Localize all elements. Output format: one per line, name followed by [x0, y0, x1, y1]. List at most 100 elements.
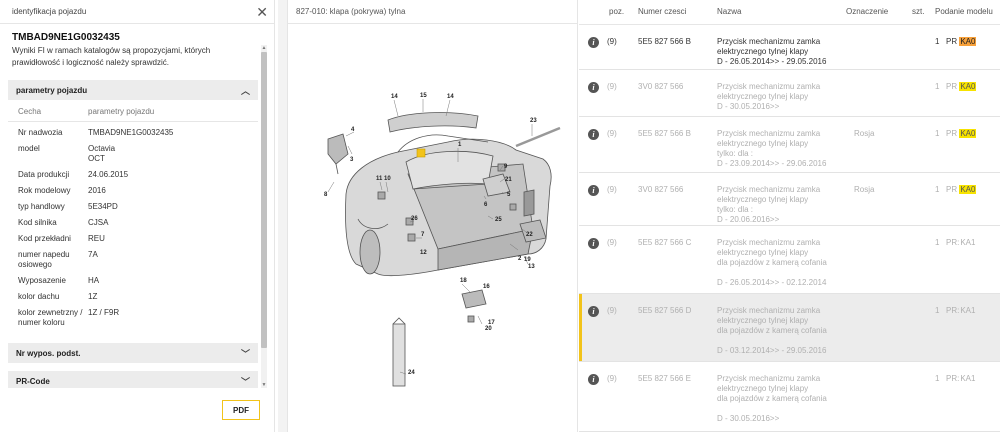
attribute-key: Wyposazenie [18, 276, 66, 285]
info-icon[interactable]: i [588, 185, 599, 196]
scroll-up-arrow-icon[interactable]: ▲ [261, 45, 267, 51]
chevron-down-icon: ﹀ [240, 348, 250, 359]
info-icon[interactable]: i [588, 82, 599, 93]
row-part-number: 5E5 827 566 B [638, 37, 691, 46]
info-icon[interactable]: i [588, 37, 599, 48]
row-part-number: 3V0 827 566 [638, 82, 684, 91]
scrollbar-thumb[interactable] [261, 52, 267, 348]
row-qty: 1 [935, 82, 940, 91]
diagram-callout[interactable]: 11 [376, 176, 383, 182]
notice-text: Wyniki FI w ramach katalogów są propozyc… [12, 46, 211, 67]
diagram-callout[interactable]: 2 [518, 256, 522, 262]
chevron-down-icon: ﹀ [240, 376, 250, 387]
pr-prefix: PR [946, 129, 960, 138]
attribute-key: model [18, 144, 40, 153]
col-params: parametry pojazdu [88, 107, 155, 116]
attribute-key: Rok modelowy [18, 186, 71, 195]
diagram-callout[interactable]: 14 [391, 94, 398, 100]
attribute-key: Data produkcji [18, 170, 70, 179]
row-position: (9) [607, 185, 617, 194]
diagram-callout[interactable]: 23 [530, 118, 537, 124]
row-model-code: PR KA0 [946, 37, 977, 47]
row-name-line: D - 26.05.2014>> - 02.12.2014 [717, 278, 827, 287]
row-name-line: dla pojazdów z kamerą cofania [717, 258, 827, 267]
pr-code-badge: KA1 [960, 238, 976, 247]
attribute-value: 1Z [88, 292, 98, 301]
row-name-line: elektrycznego tylnej klapy [717, 139, 809, 148]
diagram-callout[interactable]: 10 [384, 176, 391, 182]
row-name-line: D - 30.05.2016>> [717, 102, 780, 111]
row-position: (9) [607, 374, 617, 383]
divider [8, 121, 258, 122]
diagram-callout[interactable]: 9 [504, 164, 508, 170]
section-vehicle-params[interactable]: parametry pojazdu ︿ [8, 80, 258, 100]
diagram-callout[interactable]: 22 [526, 232, 533, 238]
diagram-callout[interactable]: 12 [420, 250, 427, 256]
pr-code-badge: KA0 [959, 82, 977, 91]
diagram-callout[interactable]: 4 [351, 127, 355, 133]
diagram-callout[interactable]: 26 [411, 216, 418, 222]
highlighted-part-9[interactable] [416, 148, 426, 158]
row-model-code: PR KA0 [946, 82, 977, 92]
pdf-button[interactable]: PDF [222, 400, 260, 420]
diagram-callout[interactable]: 8 [324, 192, 328, 198]
panel-scroll-area[interactable]: Wyniki FI w ramach katalogów są propozyc… [0, 45, 275, 388]
attribute-value: 24.06.2015 [88, 170, 129, 179]
diagram-callout[interactable]: 21 [505, 177, 512, 183]
attribute-value: REU [88, 234, 105, 243]
attribute-key-line2: numer koloru [18, 318, 65, 327]
header-model[interactable]: Podanie modelu [935, 7, 993, 16]
diagram-title: 827-010: klapa (pokrywa) tylna [288, 0, 577, 24]
diagram-callout[interactable]: 20 [485, 326, 492, 332]
info-icon[interactable]: i [588, 129, 599, 140]
diagram-callout[interactable]: 5 [507, 192, 511, 198]
diagram-callout[interactable]: 15 [420, 93, 427, 99]
section-equipment[interactable]: Nr wypos. podst. ﹀ [8, 343, 258, 363]
diagram-callout[interactable]: 14 [447, 94, 454, 100]
diagram-callout[interactable]: 7 [421, 232, 425, 238]
diagram-callout[interactable]: 1 [458, 142, 462, 148]
close-icon[interactable]: ✕ [256, 3, 268, 20]
info-icon[interactable]: i [588, 374, 599, 385]
diagram-callout[interactable]: 19 [524, 257, 531, 263]
row-name-line: Przycisk mechanizmu zamka [717, 306, 821, 315]
header-label[interactable]: Oznaczenie [846, 7, 889, 16]
row-part-number: 5E5 827 566 D [638, 306, 692, 315]
row-name-line: dla pojazdów z kamerą cofania [717, 394, 827, 403]
diagram-callout[interactable]: 3 [350, 157, 354, 163]
attribute-key-line2: osiowego [18, 260, 52, 269]
diagram-callout[interactable]: 18 [460, 278, 467, 284]
header-pos[interactable]: poz. [609, 7, 625, 16]
row-label: Rosja [854, 129, 875, 138]
header-qty[interactable]: szt. [912, 7, 925, 16]
diagram-callout[interactable]: 13 [528, 264, 535, 270]
row-model-code: PR:KA1 [946, 374, 976, 384]
row-name-line: elektrycznego tylnej klapy [717, 316, 809, 325]
header-part-number[interactable]: Numer czesci [638, 7, 687, 16]
info-icon[interactable]: i [588, 238, 599, 249]
scroll-down-arrow-icon[interactable]: ▼ [261, 382, 267, 388]
header-name[interactable]: Nazwa [717, 7, 742, 16]
row-label: Rosja [854, 185, 875, 194]
info-icon[interactable]: i [588, 306, 599, 317]
diagram-callout[interactable]: 24 [408, 370, 415, 376]
diagram-callout[interactable]: 17 [488, 320, 495, 326]
table-header-divider [579, 24, 1000, 25]
attribute-value: CJSA [88, 218, 109, 227]
diagram-callout[interactable]: 6 [484, 202, 488, 208]
row-name-line: elektrycznego tylnej klapy [717, 47, 809, 56]
row-part-number: 5E5 827 566 B [638, 129, 691, 138]
row-name-line: D - 30.05.2016>> [717, 414, 780, 423]
diagram-callout[interactable]: 16 [483, 284, 490, 290]
section-pr-code[interactable]: PR-Code ﹀ [8, 371, 258, 388]
row-name-line: Przycisk mechanizmu zamka [717, 185, 821, 194]
diagram-callout[interactable]: 25 [495, 217, 502, 223]
